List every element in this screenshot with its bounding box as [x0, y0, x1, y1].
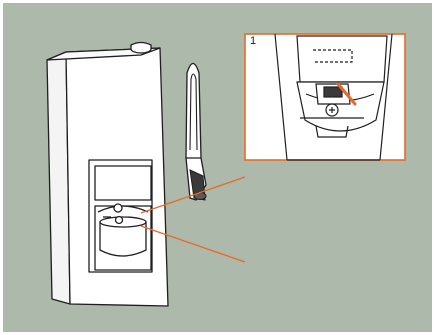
- valve-slot: [323, 86, 343, 98]
- valve-knob-small: [114, 215, 124, 225]
- cleaning-brush: [185, 62, 207, 201]
- brush-loop-handle: [185, 62, 202, 159]
- top-left-wall: [274, 33, 288, 161]
- coffee-machine: [46, 41, 169, 307]
- top-window-dashes: [313, 49, 353, 63]
- top-cup-base: [315, 125, 349, 138]
- compartment-window: [94, 165, 152, 201]
- zoom-line-lower: [140, 225, 246, 263]
- brush-loop-inner: [189, 73, 198, 151]
- step-number-label: 1: [250, 35, 257, 47]
- drip-cup: [99, 221, 147, 257]
- valve-knob-cross: [329, 107, 335, 113]
- top-right-wall: [379, 33, 393, 161]
- detail-panel-top: [244, 33, 406, 161]
- zoom-line-upper: [140, 176, 246, 214]
- zoom-callout-lines: [140, 176, 246, 263]
- machine-top-knob-cap: [130, 41, 152, 49]
- valve-knob-left: [113, 203, 123, 213]
- drip-cup-rim: [99, 216, 147, 228]
- diagonal-strike-icon: [336, 82, 357, 106]
- opening-arch: [97, 205, 149, 213]
